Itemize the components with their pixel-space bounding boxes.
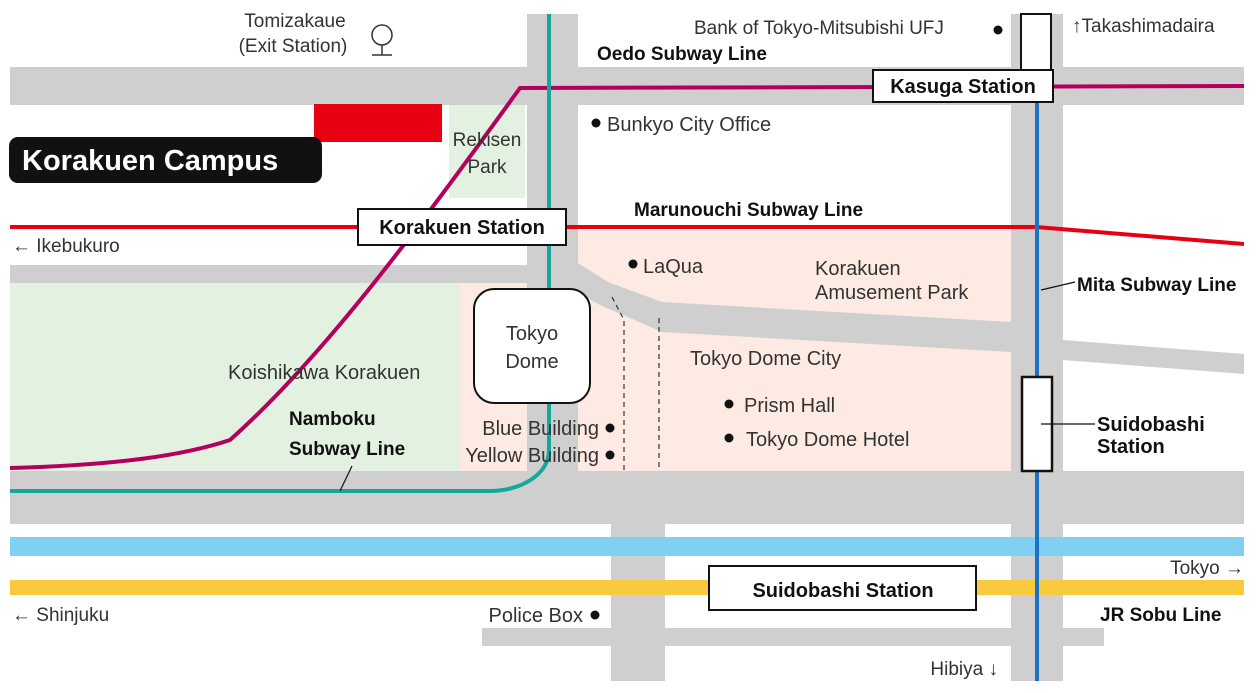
landmark-dot-icon (605, 423, 615, 433)
laqua-label: LaQua (643, 256, 704, 278)
namboku-line-leader (339, 465, 353, 492)
kanda-river (10, 537, 1244, 556)
namboku-line-track (10, 14, 551, 493)
landmark-dot-icon (724, 433, 734, 443)
oedo-line-label: Oedo Subway Line (597, 44, 767, 65)
suidobashi-jr-station-label: Suidobashi Station (752, 580, 933, 602)
dashed-path-1 (611, 296, 625, 471)
landmark-dot-icon (628, 259, 638, 269)
road-bottom (10, 471, 1244, 524)
road-mid-left (10, 265, 527, 283)
rekisen-park-area (449, 104, 525, 198)
landmark-dot-icon (993, 25, 1003, 35)
koishikawa-korakuen-label: Koishikawa Korakuen (228, 362, 420, 384)
landmark-dot-icon (591, 118, 601, 128)
oedo-line-track (9, 84, 1245, 470)
landmark-dot-icon (605, 450, 615, 460)
bunkyo-city-office-label: Bunkyo City Office (607, 114, 771, 136)
tokyo-dome-label-2: Dome (505, 351, 558, 373)
tokyo-dome-building (473, 288, 591, 404)
to-tokyo-label: Tokyo → (1170, 558, 1244, 579)
rekisen-park-label-2: Park (467, 157, 507, 178)
prism-hall-label: Prism Hall (744, 395, 835, 417)
korakuen-station-label: Korakuen Station (379, 217, 545, 239)
namboku-line-label-2: Subway Line (289, 439, 405, 460)
to-hibiya-label: Hibiya ↓ (930, 659, 998, 680)
marunouchi-line-label: Marunouchi Subway Line (634, 200, 863, 221)
tokyo-dome-city-label: Tokyo Dome City (690, 348, 841, 370)
suidobashi-subway-label-2: Station (1097, 436, 1165, 458)
campus-building-marker (314, 104, 442, 142)
suidobashi-jr-station-box (708, 565, 977, 611)
mita-line-leader (1040, 281, 1076, 291)
station-pin-icon (371, 24, 393, 56)
campus-label-box (9, 137, 322, 183)
bank-label: Bank of Tokyo-Mitsubishi UFJ (694, 18, 944, 39)
rekisen-park-label-1: Rekisen (453, 130, 522, 151)
yellow-building-label: Yellow Building (465, 445, 599, 467)
road-right-branch (1063, 340, 1244, 374)
road-diagonal (570, 258, 1011, 352)
landmark-dot-icon (724, 399, 734, 409)
road-lower (482, 628, 1104, 646)
tokyo-dome-hotel-label: Tokyo Dome Hotel (746, 429, 909, 451)
to-shinjuku-label: ← Shinjuku (12, 605, 109, 626)
exit-station-label-1: Tomizakaue (244, 11, 345, 32)
tokyo-dome-label-1: Tokyo (506, 323, 558, 345)
mita-line-label: Mita Subway Line (1077, 275, 1236, 296)
jr-sobu-line-track (10, 580, 1244, 595)
blue-building-label: Blue Building (482, 418, 599, 440)
to-takashimadaira-label: ↑Takashimadaira (1072, 16, 1215, 37)
jr-sobu-line-label: JR Sobu Line (1100, 605, 1221, 626)
kasuga-station-box (872, 69, 1054, 103)
campus-label: Korakuen Campus (22, 145, 278, 177)
police-box-label: Police Box (489, 605, 584, 627)
koishikawa-korakuen-area (10, 283, 460, 471)
namboku-line-label-1: Namboku (289, 409, 376, 430)
amusement-park-label-1: Korakuen (815, 258, 901, 280)
kasuga-station-label: Kasuga Station (890, 76, 1036, 98)
exit-station-label-2: (Exit Station) (239, 36, 348, 57)
korakuen-station-box (357, 208, 567, 246)
to-ikebukuro-label: ← Ikebukuro (12, 236, 120, 257)
suidobashi-subway-label-1: Suidobashi (1097, 414, 1205, 436)
landmark-dot-icon (590, 610, 600, 620)
amusement-park-label-2: Amusement Park (815, 282, 969, 304)
